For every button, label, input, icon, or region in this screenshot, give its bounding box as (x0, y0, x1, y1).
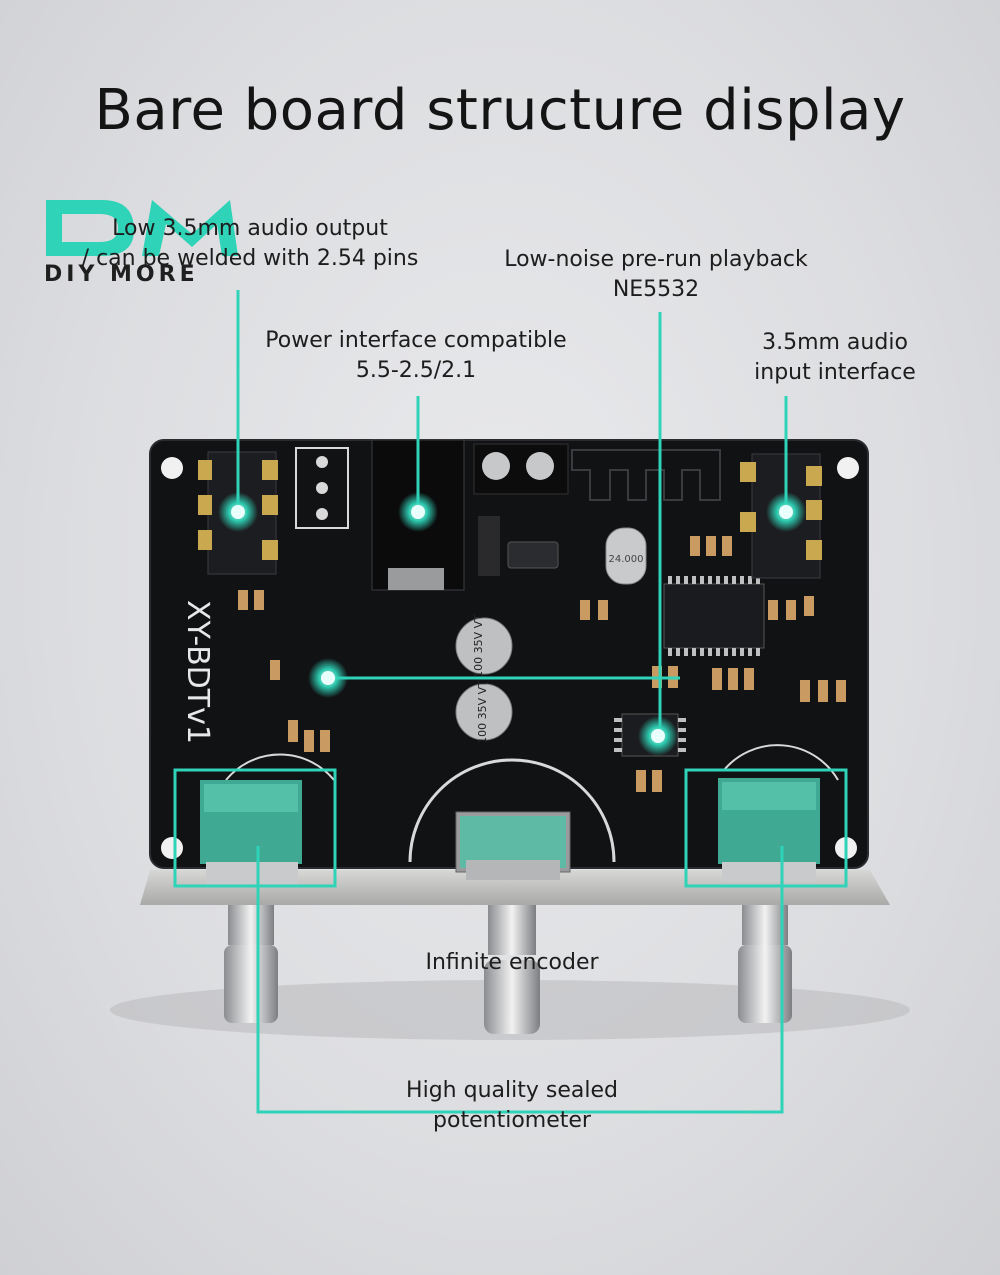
highlight-dots (218, 492, 806, 756)
callout-preamp: Low-noise pre-run playback NE5532 (476, 245, 836, 305)
callout-audio-output: Low 3.5mm audio output / can be welded w… (50, 214, 450, 274)
callout-power: Power interface compatible 5.5-2.5/2.1 (236, 326, 596, 386)
callout-potentiometer: High quality sealed potentiometer (362, 1076, 662, 1136)
brand-logo: DIY MORE (42, 192, 242, 292)
callout-potentiometer-line1: High quality sealed (406, 1078, 618, 1103)
highlight-box-right (684, 768, 848, 888)
callout-audio-input-line2: input interface (754, 360, 916, 385)
callout-audio-input-line1: 3.5mm audio (762, 330, 908, 355)
inductor (507, 541, 559, 569)
mounting-plate (140, 870, 890, 905)
svg-text:100 35V VT: 100 35V VT (476, 680, 489, 744)
capacitor-2: 100 35V VT (455, 680, 513, 744)
smd-components (238, 536, 846, 792)
callout-audio-output-line1: Low 3.5mm audio output (112, 216, 388, 241)
highlight-box-left (173, 768, 337, 888)
callout-power-line1: Power interface compatible (265, 328, 567, 353)
callout-encoder: Infinite encoder (425, 950, 599, 975)
potentiometer-right (718, 778, 820, 882)
callout-power-line2: 5.5-2.5/2.1 (355, 358, 477, 383)
page-title: Bare board structure display (94, 78, 906, 143)
screw-terminal (473, 443, 569, 576)
antenna-trace (571, 449, 721, 501)
pin-header (295, 447, 349, 529)
encoder-body (455, 811, 571, 880)
svg-text:100 35V VT: 100 35V VT (472, 614, 485, 678)
potentiometer-left (200, 780, 302, 884)
callout-preamp-line2: NE5532 (612, 277, 700, 302)
shaft-right (738, 895, 792, 1023)
crystal-oscillator: 24.000 (605, 527, 647, 585)
callout-audio-input: 3.5mm audio input interface (730, 328, 940, 388)
callout-potentiometer-line2: potentiometer (433, 1108, 591, 1133)
capacitor-1: 100 35V VT (455, 614, 513, 678)
dm-logo-icon (46, 200, 238, 256)
model-label: XY-BDTv1 (180, 600, 215, 744)
svg-text:24.000: 24.000 (609, 554, 644, 565)
callout-preamp-line1: Low-noise pre-run playback (504, 247, 808, 272)
callout-audio-output-line2: / can be welded with 2.54 pins (81, 246, 419, 271)
bluetooth-ic (663, 576, 765, 656)
logo-text: DIY MORE (44, 262, 199, 287)
shaft-left (224, 895, 278, 1023)
